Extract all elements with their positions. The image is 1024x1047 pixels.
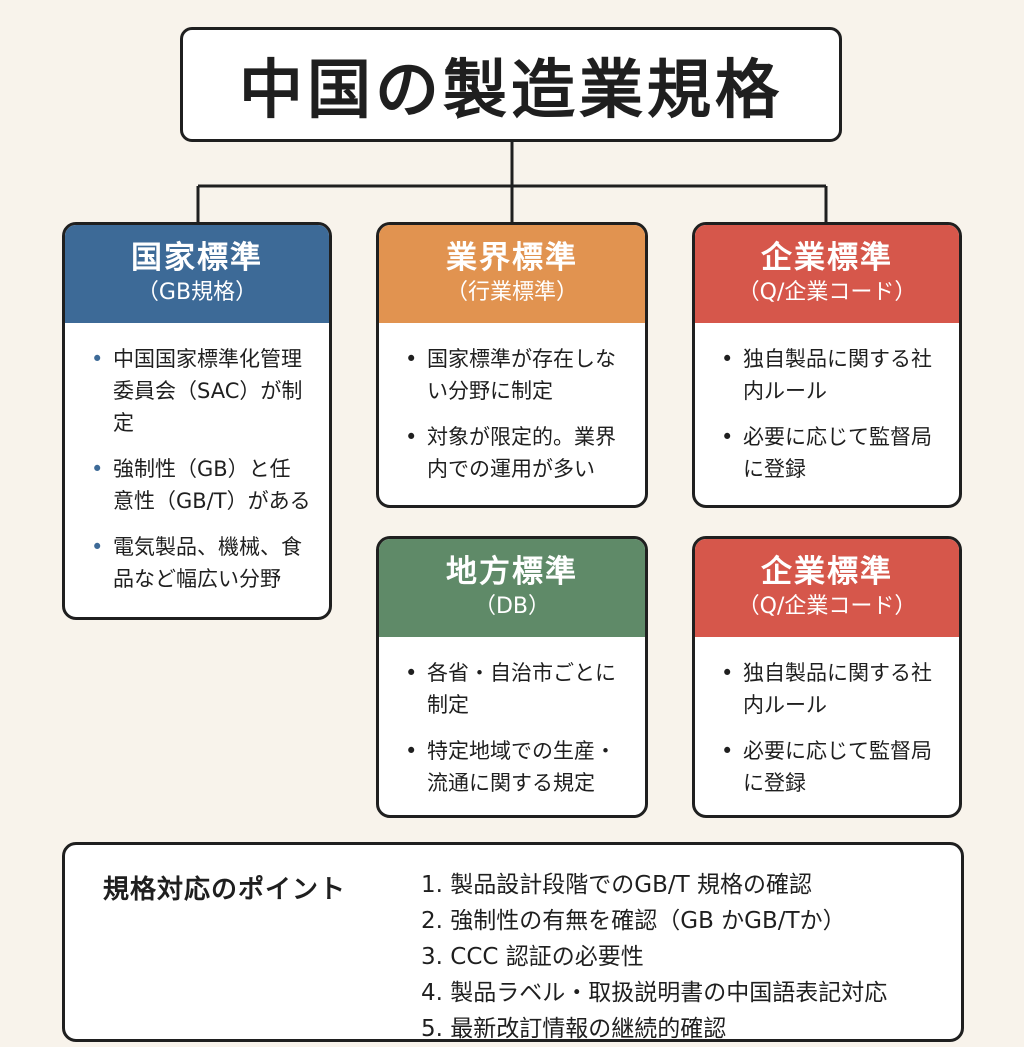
list-item: • 国家標準が存在しない分野に制定 xyxy=(405,343,627,407)
card-enterprise2-code: （Q/企業コード） xyxy=(737,594,917,620)
list-item: • 電気製品、機械、食品など幅広い分野 xyxy=(91,531,311,595)
diagram-title-box: 中国の製造業規格 xyxy=(180,27,842,142)
bullet-icon: • xyxy=(405,739,418,763)
bullet-icon: • xyxy=(405,347,418,371)
list-item: 3. CCC 認証の必要性 xyxy=(421,944,644,970)
list-item: 5. 最新改訂情報の継続的確認 xyxy=(421,1016,727,1042)
card-enterprise-standard-2: 企業標準 （Q/企業コード） • 独自製品に関する社内ルール • 必要に応じて監… xyxy=(692,536,962,818)
card-local-name: 地方標準 xyxy=(446,554,578,591)
list-item: 1. 製品設計段階でのGB/T 規格の確認 xyxy=(421,872,812,898)
card-national-header: 国家標準 （GB規格） xyxy=(65,225,329,323)
points-list: 1. 製品設計段階でのGB/T 規格の確認 2. 強制性の有無を確認（GB かG… xyxy=(421,867,887,1047)
card-local-code: （DB） xyxy=(473,594,551,620)
list-item: • 必要に応じて監督局に登録 xyxy=(721,421,941,485)
card-enterprise-body: • 独自製品に関する社内ルール • 必要に応じて監督局に登録 xyxy=(695,323,959,505)
list-item: • 特定地域での生産・流通に関する規定 xyxy=(405,735,627,799)
diagram-title: 中国の製造業規格 xyxy=(239,53,783,128)
card-national-code: （GB規格） xyxy=(136,280,258,306)
list-item: • 必要に応じて監督局に登録 xyxy=(721,735,941,799)
bullet-icon: • xyxy=(91,535,104,559)
bullet-icon: • xyxy=(405,425,418,449)
card-industry-header: 業界標準 （行業標準） xyxy=(379,225,645,323)
card-national-name: 国家標準 xyxy=(131,240,263,277)
compliance-points-box: 規格対応のポイント 1. 製品設計段階でのGB/T 規格の確認 2. 強制性の有… xyxy=(62,842,964,1042)
list-item: • 対象が限定的。業界内での運用が多い xyxy=(405,421,627,485)
card-enterprise-header: 企業標準 （Q/企業コード） xyxy=(695,225,959,323)
hierarchy-connectors xyxy=(196,142,828,222)
card-enterprise-standard: 企業標準 （Q/企業コード） • 独自製品に関する社内ルール • 必要に応じて監… xyxy=(692,222,962,508)
card-local-header: 地方標準 （DB） xyxy=(379,539,645,637)
list-item: • 中国国家標準化管理委員会（SAC）が制定 xyxy=(91,343,311,439)
list-item: 2. 強制性の有無を確認（GB かGB/Tか） xyxy=(421,908,846,934)
card-local-body: • 各省・自治市ごとに制定 • 特定地域での生産・流通に関する規定 xyxy=(379,637,645,815)
bullet-icon: • xyxy=(91,457,104,481)
card-national-body: • 中国国家標準化管理委員会（SAC）が制定 • 強制性（GB）と任意性（GB/… xyxy=(65,323,329,617)
card-national-standard: 国家標準 （GB規格） • 中国国家標準化管理委員会（SAC）が制定 • 強制性… xyxy=(62,222,332,620)
card-local-standard: 地方標準 （DB） • 各省・自治市ごとに制定 • 特定地域での生産・流通に関す… xyxy=(376,536,648,818)
list-item: • 独自製品に関する社内ルール xyxy=(721,343,941,407)
card-industry-name: 業界標準 xyxy=(446,240,578,277)
card-enterprise-code: （Q/企業コード） xyxy=(737,280,917,306)
bullet-icon: • xyxy=(91,347,104,371)
list-item: • 独自製品に関する社内ルール xyxy=(721,657,941,721)
card-industry-body: • 国家標準が存在しない分野に制定 • 対象が限定的。業界内での運用が多い xyxy=(379,323,645,505)
list-item: 4. 製品ラベル・取扱説明書の中国語表記対応 xyxy=(421,980,888,1006)
card-industry-code: （行業標準） xyxy=(445,280,578,306)
points-heading: 規格対応のポイント xyxy=(103,875,347,905)
bullet-icon: • xyxy=(721,739,734,763)
bullet-icon: • xyxy=(721,661,734,685)
list-item: • 各省・自治市ごとに制定 xyxy=(405,657,627,721)
bullet-icon: • xyxy=(721,425,734,449)
card-enterprise2-name: 企業標準 xyxy=(761,554,893,591)
bullet-icon: • xyxy=(405,661,418,685)
card-industry-standard: 業界標準 （行業標準） • 国家標準が存在しない分野に制定 • 対象が限定的。業… xyxy=(376,222,648,508)
bullet-icon: • xyxy=(721,347,734,371)
list-item: • 強制性（GB）と任意性（GB/T）がある xyxy=(91,453,311,517)
card-enterprise2-body: • 独自製品に関する社内ルール • 必要に応じて監督局に登録 xyxy=(695,637,959,815)
card-enterprise2-header: 企業標準 （Q/企業コード） xyxy=(695,539,959,637)
card-enterprise-name: 企業標準 xyxy=(761,240,893,277)
